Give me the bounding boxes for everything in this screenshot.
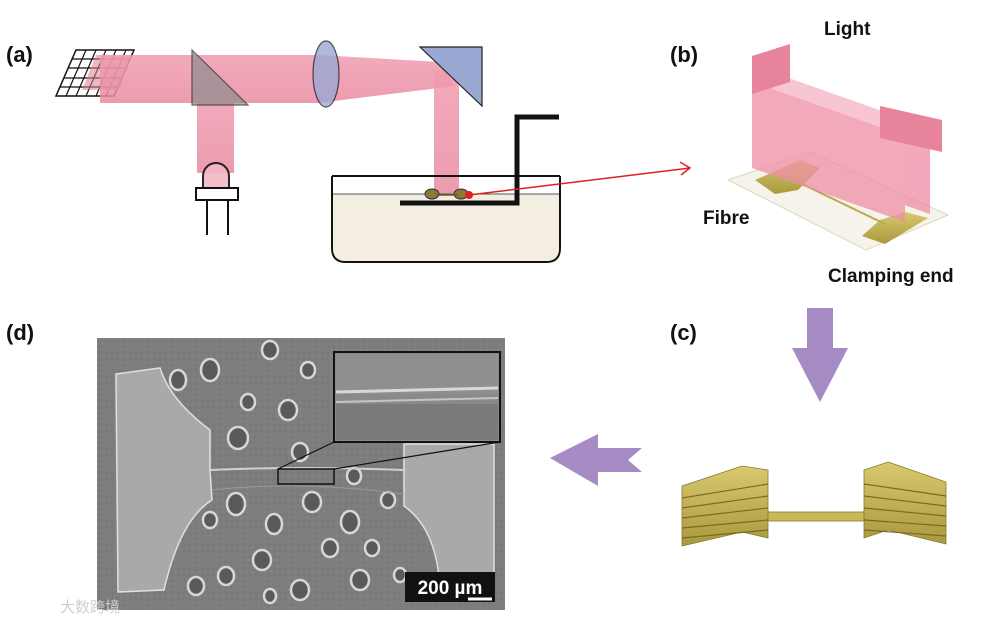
scale-bar-label: 200 µm <box>418 578 483 599</box>
mirror-prism <box>418 46 483 108</box>
light-pattern <box>752 44 942 222</box>
beam-converging <box>318 55 455 103</box>
sem-inset <box>333 351 501 443</box>
panel-b: (b) Light Fibre Clamping end <box>670 19 954 287</box>
beam-down-right <box>434 70 459 195</box>
beam-down-left <box>197 103 234 173</box>
lens <box>312 40 340 108</box>
panel-label-a: (a) <box>6 42 33 67</box>
label-clamping-end: Clamping end <box>828 266 954 287</box>
watermark-text: 大数跨境 <box>60 598 120 616</box>
zoom-pointer-arrow <box>468 161 692 196</box>
label-light: Light <box>824 19 871 40</box>
clamp-right <box>862 212 928 244</box>
led-icon <box>195 162 239 235</box>
culture-dish <box>331 114 561 263</box>
panel-c: (c) <box>550 308 947 547</box>
panel-label-b: (b) <box>670 42 698 67</box>
label-fibre: Fibre <box>703 208 749 229</box>
panel-label-c: (c) <box>670 320 697 345</box>
down-arrow <box>792 308 848 402</box>
panel-label-d: (d) <box>6 320 34 345</box>
beam-splitter-prism <box>191 48 250 106</box>
sem-image: 200 µm <box>97 338 505 610</box>
panel-a: (a) <box>6 40 692 263</box>
multilayer-structure <box>681 461 947 547</box>
panel-d: (d) <box>6 320 505 616</box>
scale-bar: 200 µm <box>405 572 495 602</box>
left-arrow <box>550 434 642 486</box>
